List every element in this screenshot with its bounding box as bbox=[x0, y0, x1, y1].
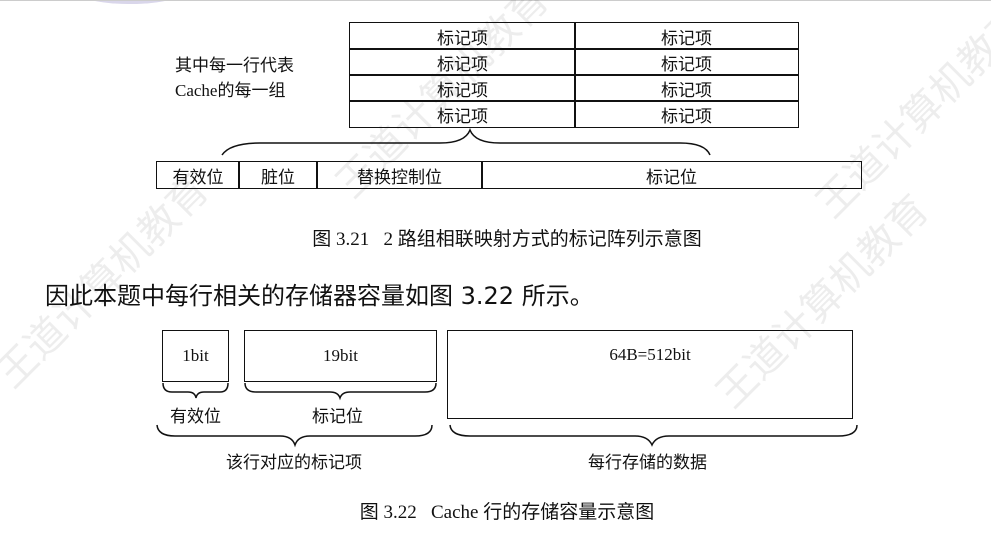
figure-caption-3-21: 图 3.21 2 路组相联映射方式的标记阵列示意图 bbox=[312, 229, 702, 250]
brace-data bbox=[449, 424, 858, 447]
figure-caption-3-22: 图 3.22 Cache 行的存储容量示意图 bbox=[359, 502, 655, 523]
label-tag-entry: 该行对应的标记项 bbox=[226, 453, 362, 472]
side-label-line2: Cache的每一组 bbox=[175, 81, 286, 100]
side-label-line1: 其中每一行代表 bbox=[175, 56, 294, 75]
box-valid-bit: 1bit bbox=[162, 330, 229, 382]
tag-cell: 标记项 bbox=[574, 48, 799, 76]
tag-cell: 标记项 bbox=[574, 100, 799, 128]
field-dirty-bit: 脏位 bbox=[238, 161, 318, 189]
label-data: 每行存储的数据 bbox=[588, 453, 707, 472]
tag-cell: 标记项 bbox=[574, 74, 799, 102]
field-tag: 标记位 bbox=[481, 161, 862, 189]
tag-cell: 标记项 bbox=[349, 48, 576, 76]
tag-cell: 标记项 bbox=[349, 74, 576, 102]
brace-valid bbox=[162, 382, 229, 399]
box-tag-bits: 19bit bbox=[244, 330, 437, 382]
box-data: 64B=512bit bbox=[447, 330, 853, 419]
brace-tag-entry-total bbox=[156, 424, 433, 448]
label-valid: 有效位 bbox=[170, 407, 221, 426]
field-valid-bit: 有效位 bbox=[156, 161, 240, 189]
field-replace-bits: 替换控制位 bbox=[316, 161, 483, 189]
tag-cell: 标记项 bbox=[349, 22, 576, 50]
top-decoration bbox=[60, 0, 200, 4]
brace-tag-entry bbox=[221, 127, 711, 156]
body-paragraph: 因此本题中每行相关的存储器容量如图 3.22 所示。 bbox=[45, 282, 594, 310]
brace-tag bbox=[244, 382, 437, 401]
top-border bbox=[0, 0, 991, 1]
tag-cell: 标记项 bbox=[349, 100, 576, 128]
tag-cell: 标记项 bbox=[574, 22, 799, 50]
label-tag: 标记位 bbox=[312, 407, 363, 426]
